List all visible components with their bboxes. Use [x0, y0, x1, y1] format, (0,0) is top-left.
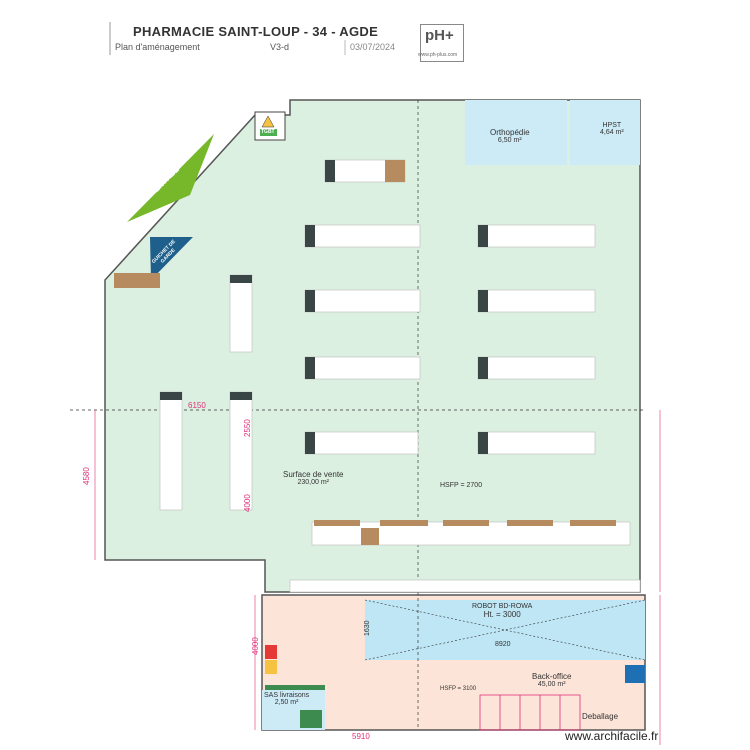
logo-url: www.ph-plus.com — [418, 52, 458, 58]
date: 03/07/2024 — [350, 42, 396, 52]
logo: pH+ — [420, 24, 464, 62]
gondolas — [159, 159, 641, 593]
page-title: PHARMACIE SAINT-LOUP - 34 - AGDE — [133, 24, 379, 39]
robot-zone — [365, 600, 645, 660]
orthopedie-room — [465, 100, 567, 165]
dim-4580: 4580 — [82, 467, 91, 485]
robot-width: 1630 — [364, 620, 371, 636]
hpst-room — [570, 100, 640, 165]
dim-4000: 4000 — [243, 494, 252, 512]
robot-length: 8920 — [495, 641, 511, 648]
entree-arrow — [127, 134, 214, 222]
sales-hsfp: HSFP = 2700 — [440, 482, 483, 489]
back-office-hsfp: HSFP = 3100 — [440, 686, 477, 692]
dim-5910: 5910 — [352, 732, 370, 741]
watermark: www.archifacile.fr — [565, 729, 659, 743]
deballage-label: Deballage — [582, 712, 619, 721]
dim-4000-back: 4000 — [251, 637, 260, 655]
dim-2550: 2550 — [243, 419, 252, 437]
version: V3-d — [270, 42, 290, 52]
guichet-sign — [150, 237, 193, 280]
warning-icon — [261, 115, 275, 128]
plan-subtitle: Plan d'aménagement — [115, 42, 200, 52]
dim-6150: 6150 — [188, 401, 206, 410]
tgbt-label: TGBT — [261, 129, 275, 135]
